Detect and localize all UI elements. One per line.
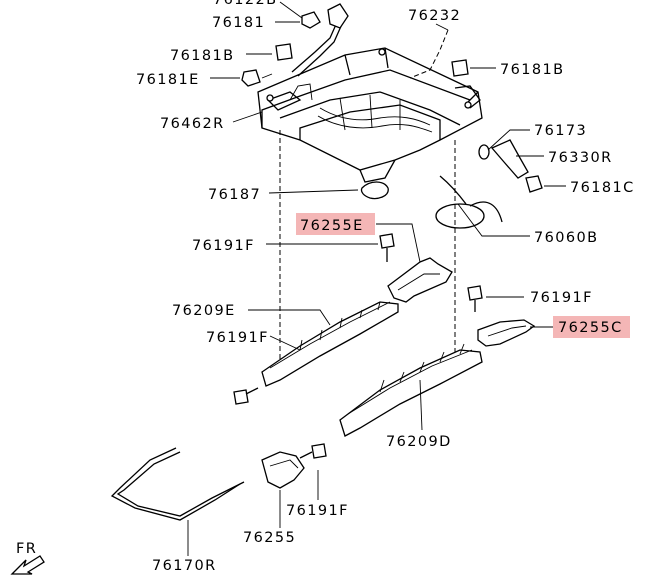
label-76173[interactable]: 76173 <box>534 123 587 139</box>
label-76181c[interactable]: 76181C <box>570 180 635 196</box>
label-76191f-4[interactable]: 76191F <box>530 290 593 306</box>
label-76462r[interactable]: 76462R <box>160 116 225 132</box>
label-fr: FR <box>16 541 37 557</box>
label-76255c[interactable]: 76255C <box>558 320 623 336</box>
label-76255e[interactable]: 76255E <box>300 218 364 234</box>
seat-frame-drawing <box>241 3 543 229</box>
label-76181[interactable]: 76181 <box>212 15 265 31</box>
label-76209e[interactable]: 76209E <box>172 303 236 319</box>
rails-drawing <box>110 130 536 521</box>
label-76191f-2[interactable]: 76191F <box>206 330 269 346</box>
label-76181e[interactable]: 76181E <box>136 72 200 88</box>
label-76255[interactable]: 76255 <box>243 530 296 546</box>
label-76191f-3[interactable]: 76191F <box>286 503 349 519</box>
label-76187[interactable]: 76187 <box>208 187 261 203</box>
label-76209d[interactable]: 76209D <box>386 434 452 450</box>
label-76181b-left[interactable]: 76181B <box>170 48 234 64</box>
highlight-76255e <box>296 213 375 235</box>
part-labels: 76122B 76181 76181B 76181E 76462R 76187 … <box>16 0 635 574</box>
label-76122b[interactable]: 76122B <box>213 0 277 8</box>
label-76060b[interactable]: 76060B <box>534 230 598 246</box>
label-76181b-right[interactable]: 76181B <box>500 62 564 78</box>
label-76191f-1[interactable]: 76191F <box>192 238 255 254</box>
front-direction-icon <box>10 555 45 575</box>
leader-lines <box>187 1 566 556</box>
label-76170r[interactable]: 76170R <box>152 558 217 574</box>
highlight-76255c <box>553 316 630 338</box>
label-76232[interactable]: 76232 <box>408 8 461 24</box>
label-76330r[interactable]: 76330R <box>548 150 613 166</box>
